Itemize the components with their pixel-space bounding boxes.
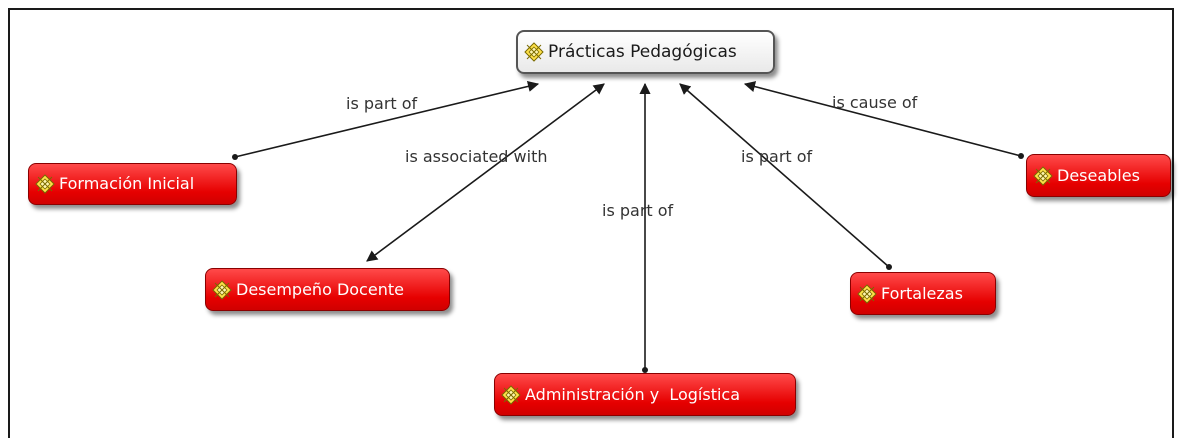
edge-fortalezas: [679, 83, 890, 268]
node-fortalezas[interactable]: Fortalezas: [850, 272, 996, 315]
edge-formacion-dot: [232, 154, 238, 160]
node-formacion-inicial[interactable]: Formación Inicial: [28, 163, 237, 205]
node-desempeno-docente[interactable]: Desempeño Docente: [205, 268, 450, 311]
concept-icon: [857, 283, 877, 304]
node-label: Deseables: [1057, 165, 1140, 185]
link-label-fortalezas: is part of: [741, 147, 813, 166]
concept-icon: [524, 42, 544, 62]
edge-fortalezas-dot: [886, 264, 892, 270]
node-administracion-logistica[interactable]: Administración y Logística: [494, 373, 796, 416]
root-concept-label: Prácticas Pedagógicas: [548, 41, 737, 62]
root-concept-node[interactable]: Prácticas Pedagógicas: [516, 30, 775, 74]
concept-icon: [212, 279, 232, 300]
edge-deseables: [743, 81, 1022, 157]
node-label: Fortalezas: [881, 283, 963, 303]
node-label: Formación Inicial: [59, 174, 195, 193]
link-label-administracion: is part of: [602, 201, 674, 220]
canvas-border: [8, 8, 1174, 438]
link-label-formacion: is part of: [346, 94, 418, 113]
link-label-deseables: is cause of: [832, 93, 918, 112]
link-label-desempeno: is associated with: [405, 147, 547, 166]
node-deseables[interactable]: Deseables: [1026, 154, 1171, 197]
concept-icon: [501, 384, 521, 405]
edge-administracion-dot: [642, 367, 648, 373]
node-label: Administración y Logística: [525, 384, 741, 404]
node-label: Desempeño Docente: [236, 279, 404, 299]
edge-deseables-dot: [1018, 153, 1024, 159]
edge-desempeno: [366, 83, 605, 262]
concept-icon: [1033, 165, 1053, 186]
concept-icon: [35, 174, 55, 194]
